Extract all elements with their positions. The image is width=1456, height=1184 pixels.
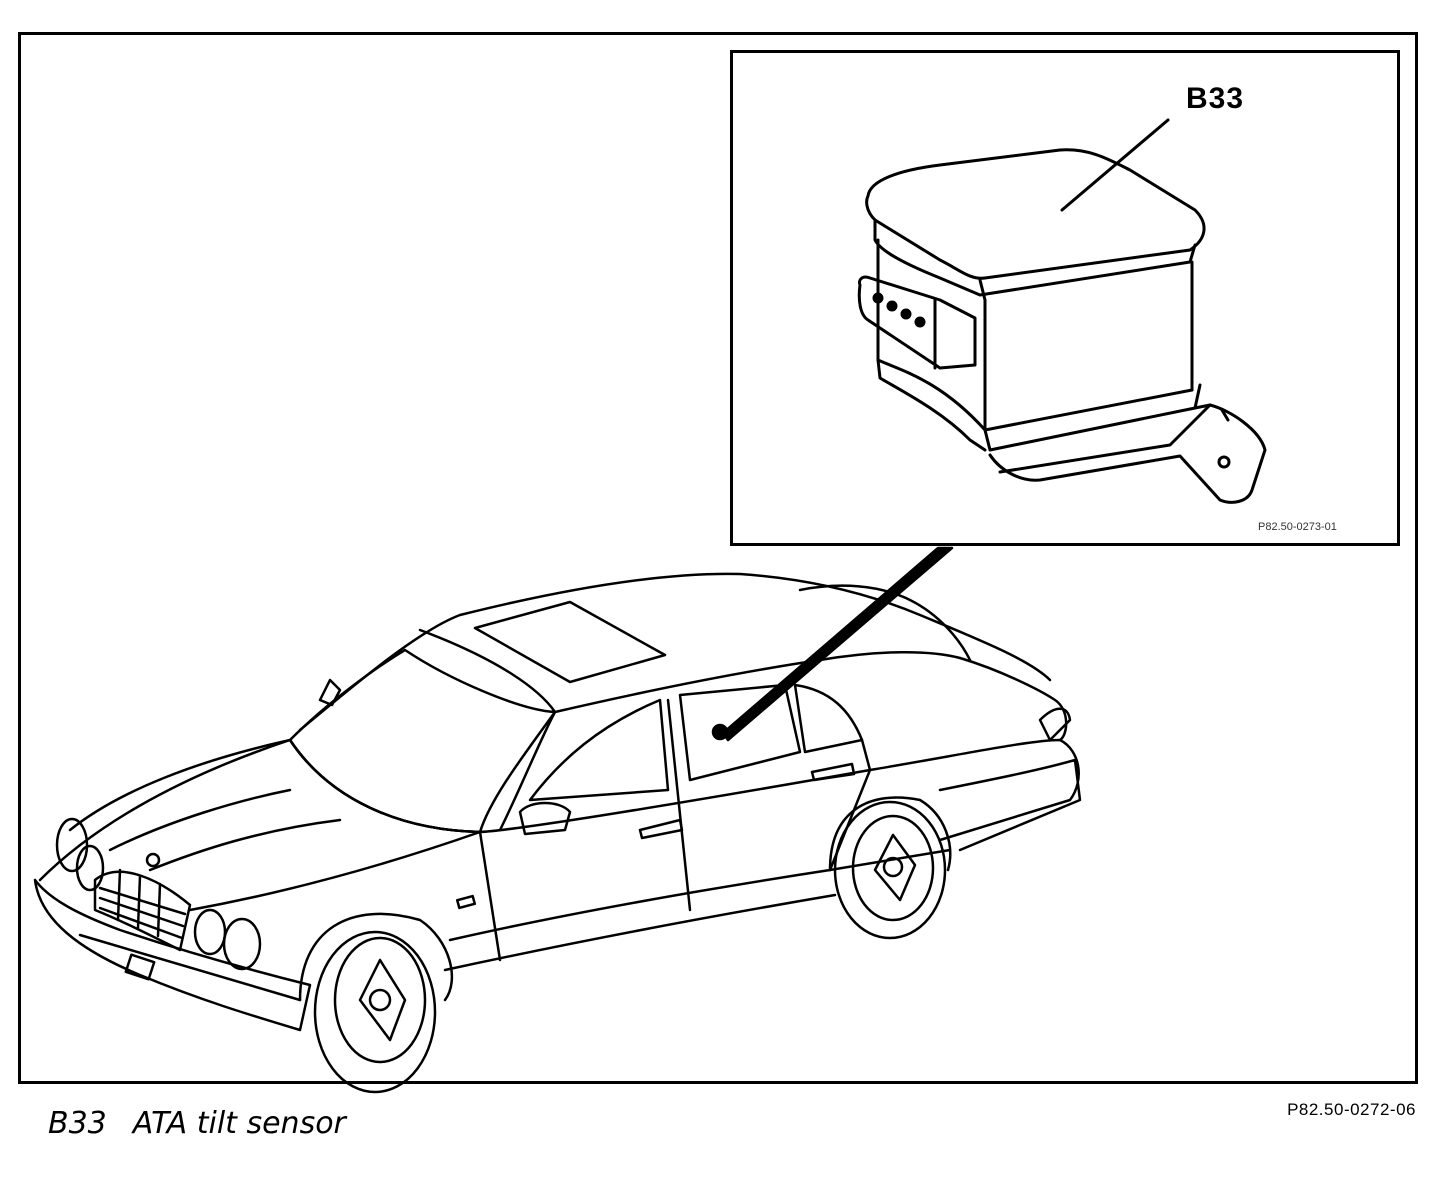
inset-figure-code: P82.50-0273-01	[1258, 521, 1337, 533]
sensor-location-dot	[711, 723, 729, 741]
left-headlight	[55, 817, 89, 873]
mounting-bracket	[988, 403, 1267, 504]
label-leader-line	[1060, 118, 1170, 212]
sensor-connector	[857, 275, 977, 370]
caption-part-code: B33	[48, 1106, 107, 1141]
car-roof	[298, 572, 1052, 732]
front-bumper	[33, 878, 312, 1032]
rear-wheel	[828, 796, 952, 940]
side-mirror	[518, 801, 572, 836]
front-wheel	[298, 912, 454, 1094]
callout-pointer	[721, 546, 954, 742]
grille	[93, 870, 192, 952]
rear-side-window	[678, 683, 802, 782]
front-side-window	[528, 698, 670, 802]
caption-text: ATA tilt sensor	[132, 1106, 346, 1141]
inset-part-label: B33	[1186, 82, 1245, 115]
car-hood	[68, 738, 482, 912]
sensor-detail-inset	[730, 50, 1400, 546]
figure-reference-code: P82.50-0272-06	[1287, 1100, 1416, 1119]
car-body	[38, 738, 1080, 882]
sensor-lid	[865, 148, 1206, 280]
diagram-frame	[18, 32, 1418, 1084]
figure-caption: B33 ATA tilt sensor	[48, 1106, 346, 1141]
sunroof	[473, 600, 667, 684]
